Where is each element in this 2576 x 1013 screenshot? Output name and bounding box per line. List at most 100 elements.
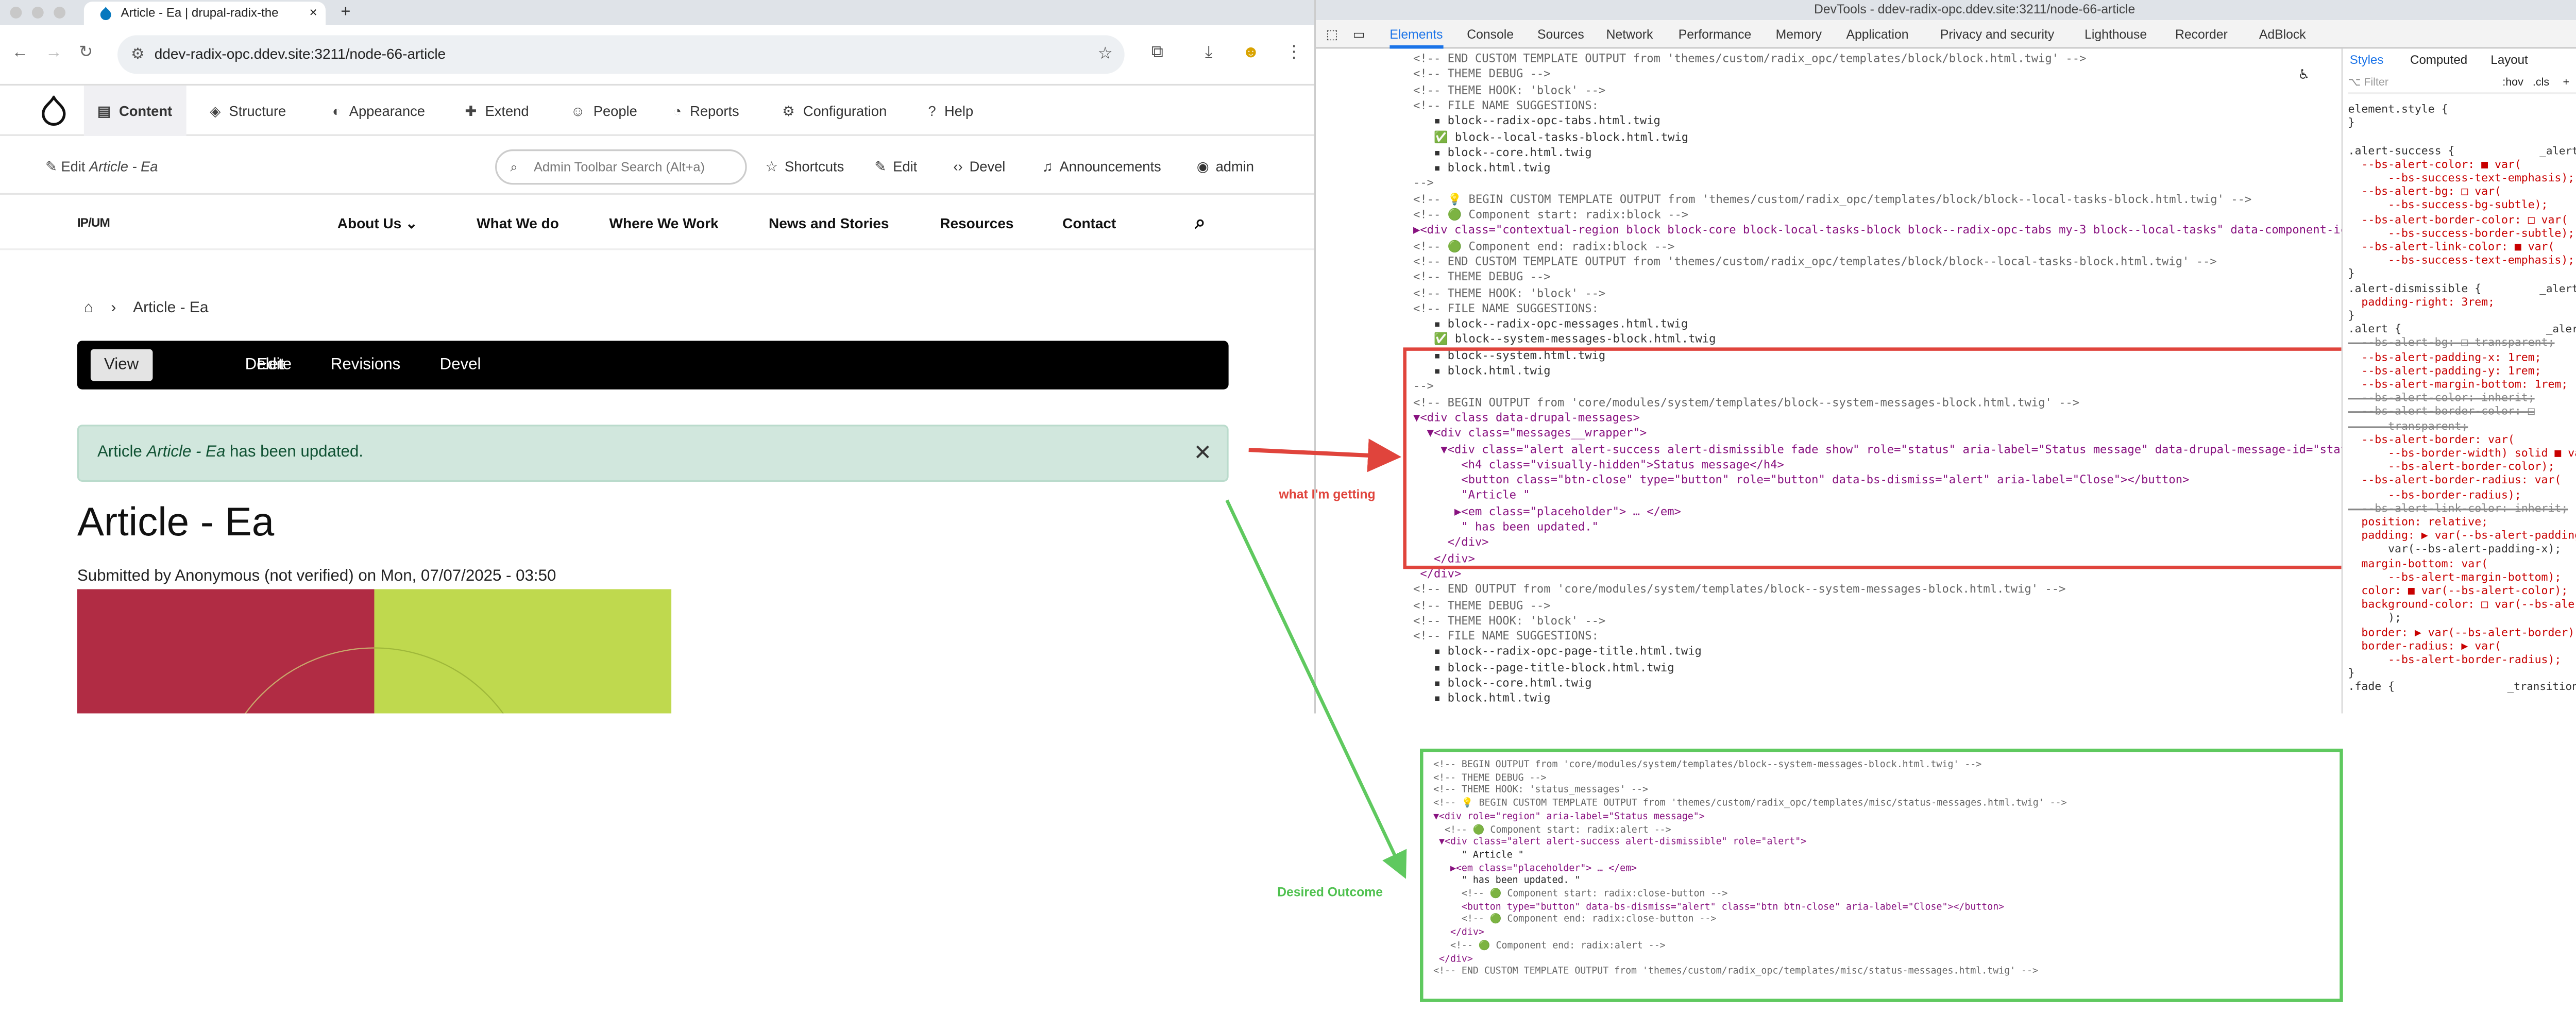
nav-about-us[interactable]: About Us ⌄ xyxy=(337,214,418,232)
dom-line[interactable]: <!-- FILE NAME SUGGESTIONS: xyxy=(1413,629,1599,644)
address-bar[interactable]: ⚙ ddev-radix-opc.ddev.site:3211/node-66-… xyxy=(117,35,1125,74)
tab-performance[interactable]: Performance xyxy=(1678,27,1752,42)
tab-layout[interactable]: Layout xyxy=(2490,52,2528,67)
user-account-link[interactable]: ◉admin xyxy=(1196,158,1254,175)
dom-line[interactable]: <!-- THEME HOOK: 'block' --> xyxy=(1413,83,1606,97)
dom-line[interactable]: <!-- THEME DEBUG --> xyxy=(1413,598,1551,612)
close-window-button[interactable] xyxy=(10,7,22,19)
extensions-icon[interactable]: ⧉ xyxy=(1151,43,1164,62)
browser-tab[interactable]: Article - Ea | drupal-radix-the × xyxy=(83,2,326,25)
admin-toolbar-search[interactable]: ⌕Admin Toolbar Search (Alt+a) xyxy=(495,149,747,185)
tab-console[interactable]: Console xyxy=(1467,27,1514,42)
toolbar-people[interactable]: ☺People xyxy=(570,102,637,120)
dom-line[interactable]: <!-- BEGIN OUTPUT from 'core/modules/sys… xyxy=(1413,395,2080,409)
dom-line[interactable]: ▶<div class="contextual-region block blo… xyxy=(1413,224,2342,238)
dom-line[interactable]: <h4 class="visually-hidden">Status messa… xyxy=(1413,458,1784,471)
accessibility-icon[interactable]: ♿ xyxy=(2299,67,2309,84)
dom-line[interactable]: ▼<div class="alert alert-success alert-d… xyxy=(1413,442,2342,456)
close-tab-icon[interactable]: × xyxy=(309,5,317,21)
profile-emoji-icon[interactable]: ☻ xyxy=(1242,43,1260,62)
dom-line[interactable]: </div> xyxy=(1413,567,1462,581)
shortcuts-link[interactable]: ☆Shortcuts xyxy=(765,158,844,175)
dom-line[interactable]: <!-- 🟢 Component start: radix:block --> xyxy=(1413,208,1689,222)
dom-line[interactable]: <!-- 🟢 Component end: radix:block --> xyxy=(1413,239,1675,253)
dom-line[interactable]: <!-- THEME HOOK: 'block' --> xyxy=(1413,614,1606,628)
tab-computed[interactable]: Computed xyxy=(2410,52,2468,67)
dom-line[interactable]: <!-- THEME DEBUG --> xyxy=(1413,67,1551,81)
tab-edit[interactable]: Edit xyxy=(257,356,285,375)
toolbar-content[interactable]: ▤Content xyxy=(83,86,186,136)
dom-line[interactable]: --> xyxy=(1413,177,1434,191)
dom-line[interactable]: ▪ block--core.html.twig xyxy=(1413,145,1592,159)
tab-revisions[interactable]: Revisions xyxy=(330,356,401,375)
back-icon[interactable]: ← xyxy=(11,43,29,62)
hov-toggle[interactable]: :hov xyxy=(2502,77,2523,89)
dom-line[interactable]: ▼<div class="messages__wrapper"> xyxy=(1413,427,1647,441)
dom-line[interactable]: ✅ block--system-messages-block.html.twig xyxy=(1413,333,1716,347)
forward-icon[interactable]: → xyxy=(45,43,62,62)
tab-memory[interactable]: Memory xyxy=(1775,27,1822,42)
dom-line[interactable]: ▪ block.html.twig xyxy=(1413,161,1551,175)
tab-devel[interactable]: Devel xyxy=(439,356,481,375)
browser-menu-icon[interactable]: ⋮ xyxy=(1285,43,1302,62)
dom-line[interactable]: --> xyxy=(1413,380,1434,394)
download-icon[interactable]: ⤓ xyxy=(1205,43,1213,62)
reload-icon[interactable]: ↻ xyxy=(79,43,93,62)
dom-line[interactable]: "Article " xyxy=(1413,489,1530,503)
nav-what-we-do[interactable]: What We do xyxy=(477,214,559,232)
site-logo[interactable]: IP/UM xyxy=(77,214,110,230)
toolbar-appearance[interactable]: ◐Appearance xyxy=(332,102,425,120)
toolbar-structure[interactable]: ◈Structure xyxy=(210,102,286,120)
announcements-link[interactable]: ♫Announcements xyxy=(1042,158,1161,175)
tab-styles[interactable]: Styles xyxy=(2349,52,2384,67)
tab-delete[interactable]: Delete xyxy=(245,356,292,375)
cls-toggle[interactable]: .cls xyxy=(2532,77,2550,89)
nav-where-we-work[interactable]: Where We Work xyxy=(609,214,719,232)
tab-view[interactable]: View xyxy=(90,349,152,381)
edit-article-link[interactable]: ✎ Edit Article - Ea xyxy=(45,158,158,175)
style-source-link[interactable]: _alert.scss:44 xyxy=(2539,281,2576,295)
maximize-window-button[interactable] xyxy=(54,7,66,19)
dom-line[interactable]: ✅ block--local-tasks-block.html.twig xyxy=(1413,130,1689,144)
edit-mode-link[interactable]: ✎Edit xyxy=(874,158,918,175)
style-source-link[interactable]: _alert.scss:61 xyxy=(2539,143,2576,157)
toolbar-configuration[interactable]: ⚙Configuration xyxy=(782,102,887,120)
dom-line[interactable]: " has been updated." xyxy=(1413,520,1599,534)
dom-line[interactable]: ▪ block.html.twig xyxy=(1413,364,1551,378)
dom-line[interactable]: </div> xyxy=(1413,551,1476,565)
home-icon[interactable]: ⌂ xyxy=(83,298,94,316)
nav-resources[interactable]: Resources xyxy=(940,214,1014,232)
style-source-link[interactable]: _alert.scss:5 xyxy=(2546,323,2576,336)
drupal-logo-icon[interactable] xyxy=(39,95,69,126)
dom-line[interactable]: ▼<div class data-drupal-messages> xyxy=(1413,411,1640,425)
site-search-icon[interactable]: ⌕ xyxy=(1195,213,1206,233)
toolbar-extend[interactable]: ✚Extend xyxy=(465,102,529,120)
site-info-icon[interactable]: ⚙ xyxy=(131,45,145,62)
dom-line[interactable]: <!-- THEME DEBUG --> xyxy=(1413,271,1551,284)
minimize-window-button[interactable] xyxy=(31,7,44,19)
dom-line[interactable]: ▪ block--page-title-block.html.twig xyxy=(1413,661,1674,674)
dom-line[interactable]: <!-- 💡 BEGIN CUSTOM TEMPLATE OUTPUT from… xyxy=(1413,192,2252,206)
bookmark-star-icon[interactable]: ☆ xyxy=(1097,45,1113,64)
nav-contact[interactable]: Contact xyxy=(1062,214,1116,232)
dom-line[interactable]: ▪ block--system.html.twig xyxy=(1413,348,1606,362)
dom-line[interactable]: <!-- THEME HOOK: 'block' --> xyxy=(1413,286,1606,300)
add-rule-icon[interactable]: + xyxy=(2563,77,2570,89)
tab-network[interactable]: Network xyxy=(1606,27,1653,42)
tab-sources[interactable]: Sources xyxy=(1537,27,1584,42)
dom-line[interactable]: ▶<em class="placeholder"> … </em> xyxy=(1413,504,1681,518)
dom-line[interactable]: ▪ block--radix-opc-tabs.html.twig xyxy=(1413,114,1660,128)
devel-link[interactable]: ‹›Devel xyxy=(953,158,1006,175)
styles-filter-input[interactable]: Filter xyxy=(2364,77,2389,89)
dom-line[interactable]: <!-- FILE NAME SUGGESTIONS: xyxy=(1413,301,1599,315)
tab-elements[interactable]: Elements xyxy=(1389,20,1443,49)
tab-privacy-security[interactable]: Privacy and security xyxy=(1940,27,2055,42)
tab-adblock[interactable]: AdBlock xyxy=(2259,27,2306,42)
inspect-element-icon[interactable]: ⬚ xyxy=(1326,27,1338,42)
dom-line[interactable]: <!-- END OUTPUT from 'core/modules/syste… xyxy=(1413,583,2066,597)
toolbar-reports[interactable]: ◔Reports xyxy=(673,102,739,120)
dom-line[interactable]: ▪ block--core.html.twig xyxy=(1413,676,1592,690)
toolbar-help[interactable]: ?Help xyxy=(928,102,974,120)
dom-line[interactable]: ▪ block.html.twig xyxy=(1413,692,1551,706)
dom-line[interactable]: ▪ block--radix-opc-page-title.html.twig xyxy=(1413,645,1702,659)
